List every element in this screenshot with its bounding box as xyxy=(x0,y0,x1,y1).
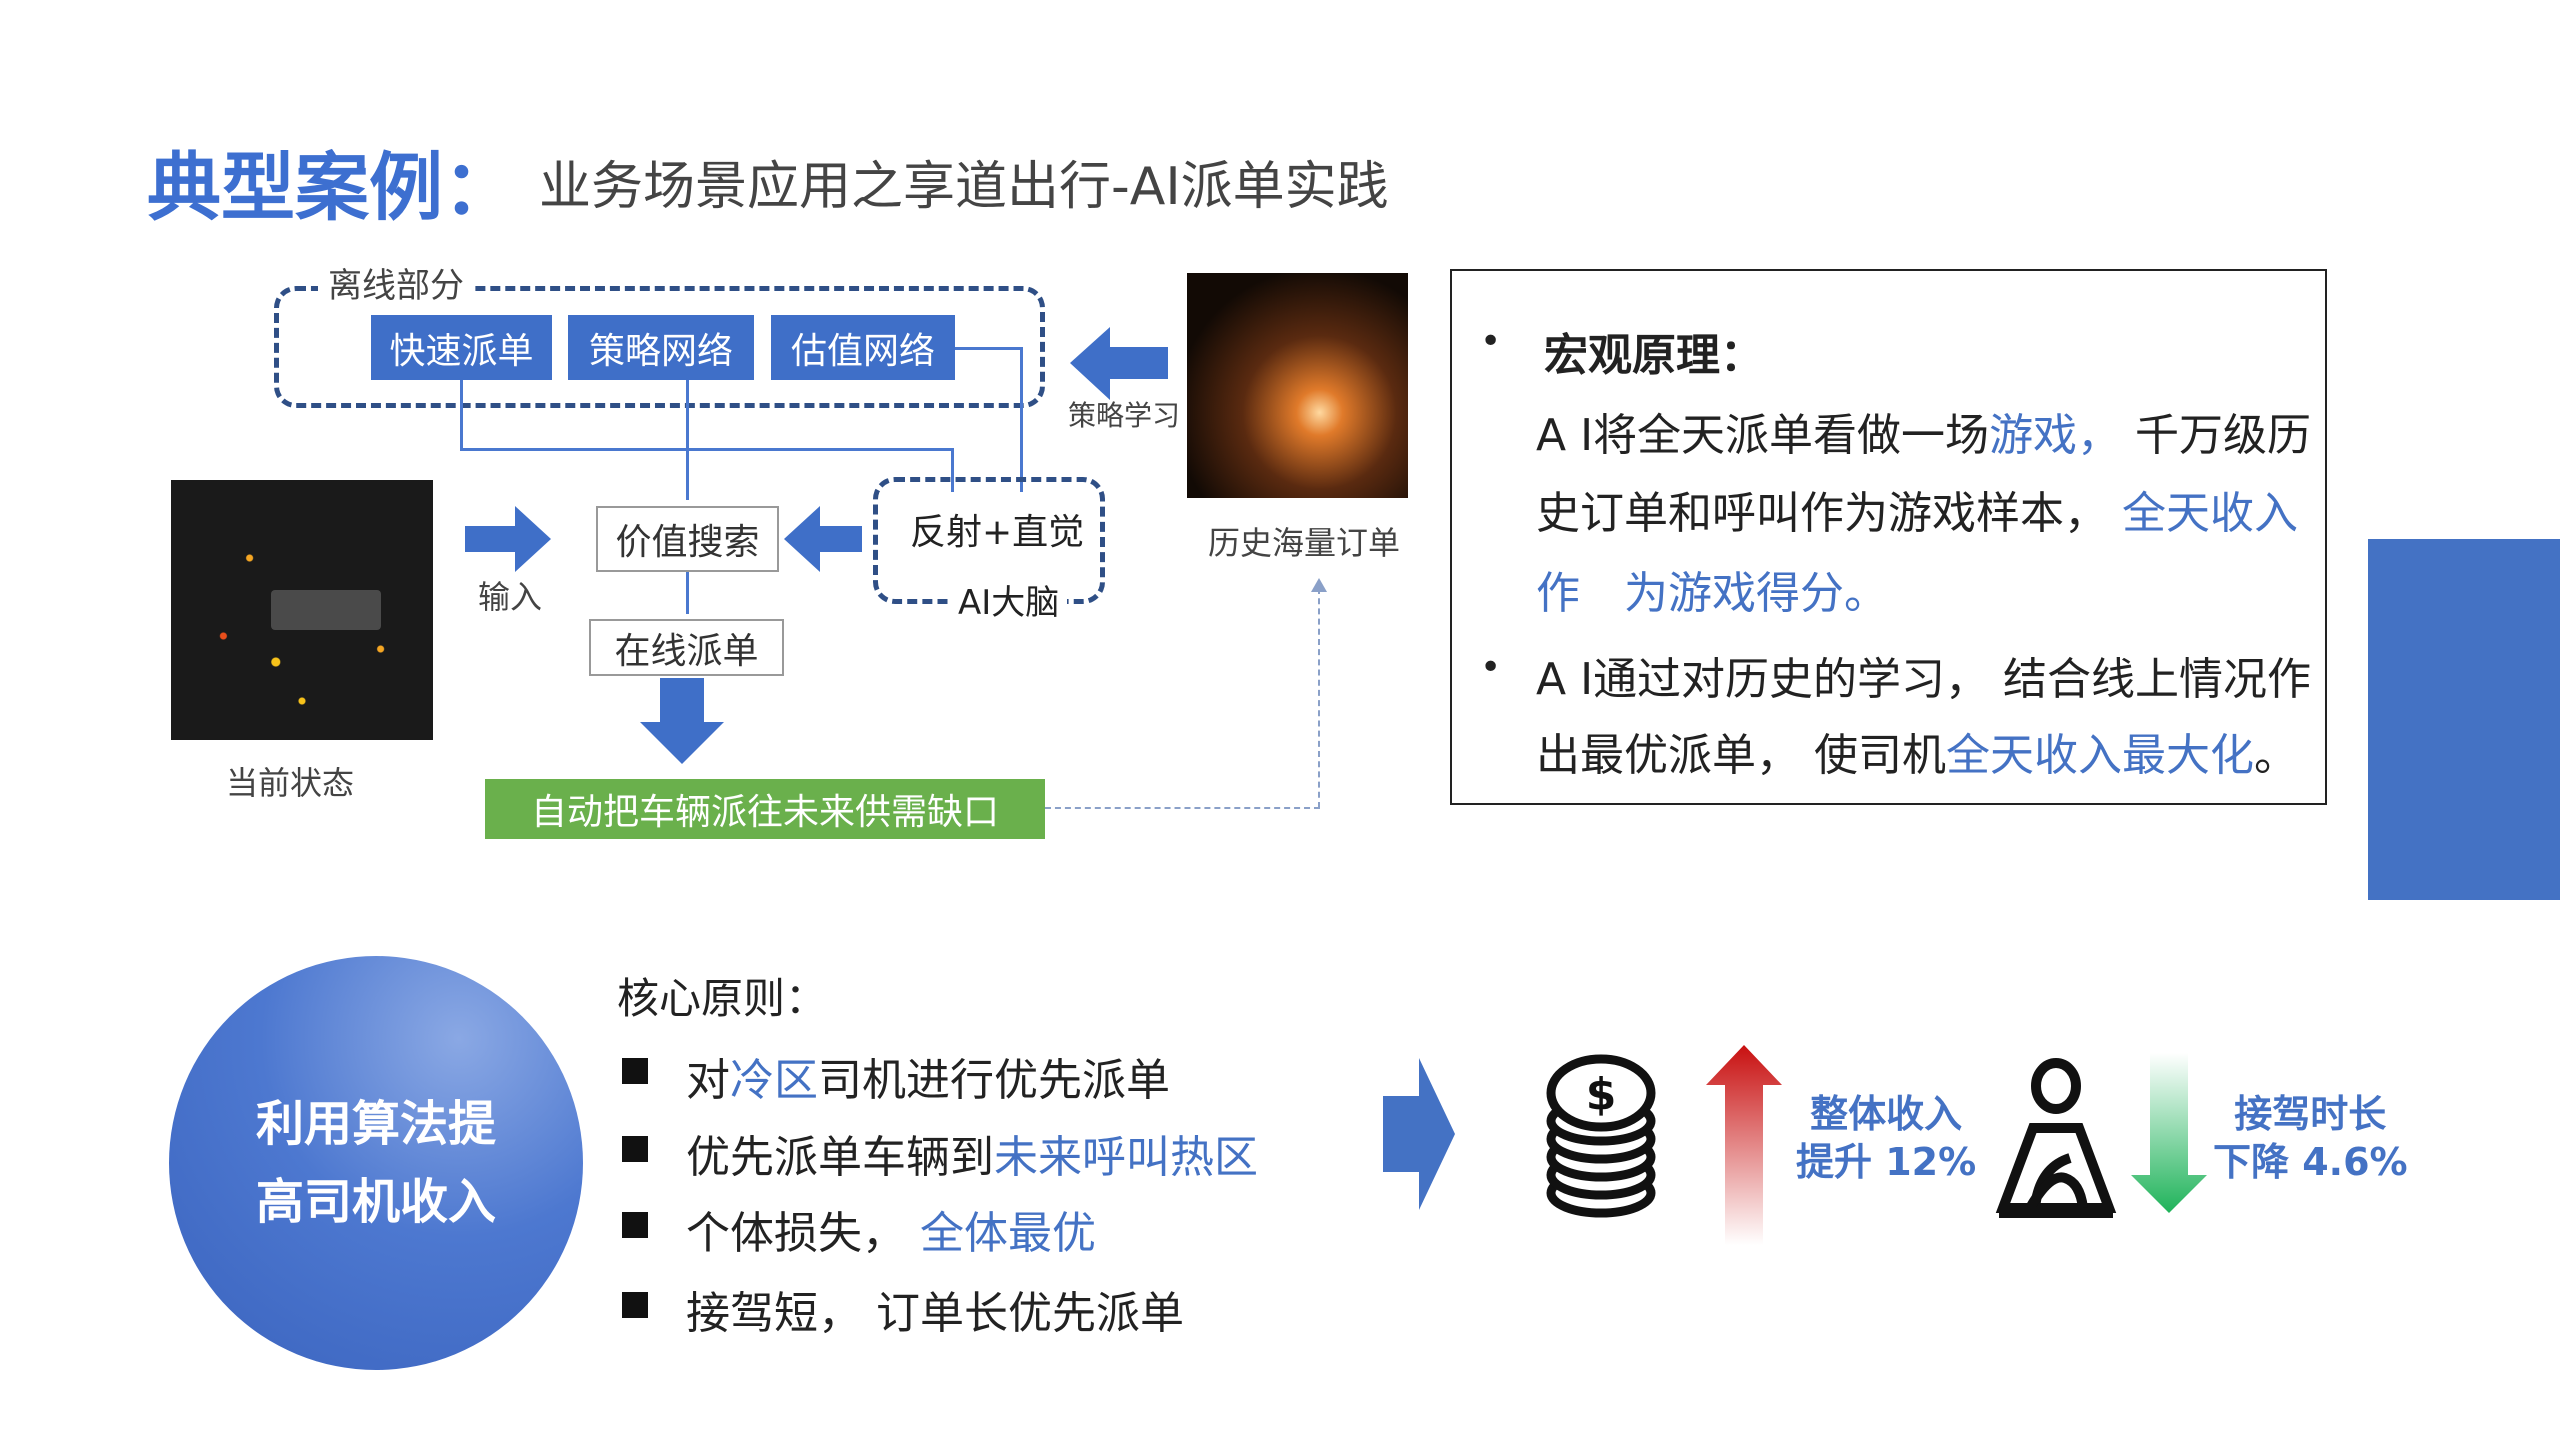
square-bullet-icon xyxy=(622,1292,648,1318)
decorative-blue-block xyxy=(2368,539,2560,900)
connector-line xyxy=(460,380,463,450)
connector-line xyxy=(951,448,954,492)
goal-line: 高司机收入 xyxy=(255,1174,496,1230)
text: 出最优派单， 使司机 xyxy=(1536,730,1946,781)
policy-network-box: 策略网络 xyxy=(568,315,754,380)
text: A I通过对历史的学习， 结合线上情况作 xyxy=(1536,654,2312,705)
stat-value: 下降 4.6% xyxy=(2213,1140,2408,1184)
principle-line: A I通过对历史的学习， 结合线上情况作 xyxy=(1536,643,2311,707)
svg-text:$: $ xyxy=(1586,1069,1617,1120)
principle-heading: 宏观原理： xyxy=(1544,330,1764,381)
core-principles-title: 核心原则： xyxy=(617,974,828,1023)
page-subtitle: 业务场景应用之享道出行-AI派单实践 xyxy=(539,157,1389,217)
online-dispatch-box: 在线派单 xyxy=(589,619,784,676)
text: 史订单和呼叫作为游戏样本， xyxy=(1536,488,2108,539)
text-highlight: 全天收入 xyxy=(2108,488,2298,539)
feedback-line xyxy=(1318,588,1320,808)
connector-line xyxy=(955,347,1022,350)
strategy-learning-label: 策略学习 xyxy=(1068,399,1181,432)
text: 。 xyxy=(2254,730,2298,781)
feedback-line xyxy=(1045,807,1320,809)
offline-dashed-box xyxy=(274,286,1045,408)
bullet: • xyxy=(1480,647,1502,688)
text: A I将全天派单看做一场 xyxy=(1536,410,1990,461)
connector-line xyxy=(686,380,689,500)
principle-line: 史订单和呼叫作为游戏样本， 全天收入 xyxy=(1536,477,2298,541)
down-arrow-icon xyxy=(640,678,724,764)
coin-stack-icon: $ xyxy=(1546,1054,1656,1218)
bullet: • xyxy=(1480,321,1502,362)
brain-to-search-arrow-icon xyxy=(784,506,862,572)
pickup-time-stat: 接驾时长 下降 4.6% xyxy=(2213,1090,2408,1186)
strategy-learning-arrow-icon xyxy=(1070,327,1168,400)
goal-line: 利用算法提 xyxy=(255,1096,496,1152)
text-highlight: 作 为游戏得分。 xyxy=(1536,568,1888,619)
right-arrow-icon xyxy=(1383,1058,1455,1210)
connector-line xyxy=(686,572,689,614)
history-orders-label: 历史海量订单 xyxy=(1208,524,1401,562)
list-item: 接驾短， 订单长优先派单 xyxy=(686,1288,1184,1339)
decrease-arrow-icon xyxy=(2131,1053,2207,1213)
increase-arrow-icon xyxy=(1706,1045,1782,1245)
fast-dispatch-box: 快速派单 xyxy=(371,315,552,380)
connector-line xyxy=(1020,347,1023,492)
square-bullet-icon xyxy=(622,1212,648,1238)
connector-line xyxy=(460,448,953,451)
list-item: 个体损失， 全体最优 xyxy=(686,1208,1096,1259)
reflex-intuition-label: 反射+直觉 xyxy=(910,512,1085,553)
principle-line: A I将全天派单看做一场游戏， 千万级历 xyxy=(1536,399,2311,463)
value-network-box: 估值网络 xyxy=(771,315,955,380)
feedback-arrowhead-icon xyxy=(1311,578,1327,592)
input-arrow-icon xyxy=(465,506,551,572)
stat-value: 提升 12% xyxy=(1796,1140,1977,1184)
list-item: 对冷区司机进行优先派单 xyxy=(686,1055,1170,1106)
current-state-label: 当前状态 xyxy=(226,764,355,802)
stat-label: 整体收入 xyxy=(1810,1092,1963,1136)
macro-principle-box: • 宏观原理： A I将全天派单看做一场游戏， 千万级历 史订单和呼叫作为游戏样… xyxy=(1450,269,2327,805)
income-stat: 整体收入 提升 12% xyxy=(1796,1090,1976,1186)
principle-line: 出最优派单， 使司机全天收入最大化。 xyxy=(1536,719,2298,783)
stat-label: 接驾时长 xyxy=(2234,1092,2387,1136)
ai-brain-label: AI大脑 xyxy=(950,575,1068,624)
text-highlight: 全天收入最大化 xyxy=(1946,730,2254,781)
list-item: 优先派单车辆到未来呼叫热区 xyxy=(686,1132,1258,1183)
principle-line: 作 为游戏得分。 xyxy=(1536,557,1888,621)
page-title: 典型案例： xyxy=(147,145,517,231)
map-tooltip xyxy=(271,590,381,630)
driver-person-icon xyxy=(1995,1058,2117,1218)
square-bullet-icon xyxy=(622,1136,648,1162)
square-bullet-icon xyxy=(622,1058,648,1084)
result-bar: 自动把车辆派往未来供需缺口 xyxy=(485,779,1045,839)
offline-label: 离线部分 xyxy=(318,258,474,307)
goal-circle: 利用算法提 高司机收入 xyxy=(169,956,583,1370)
value-search-box: 价值搜索 xyxy=(596,506,779,572)
text-highlight: 游戏， xyxy=(1989,410,2122,461)
current-state-map-image xyxy=(171,480,433,740)
history-orders-image xyxy=(1187,273,1408,498)
text: 千万级历 xyxy=(2121,410,2312,461)
input-label: 输入 xyxy=(478,578,543,616)
